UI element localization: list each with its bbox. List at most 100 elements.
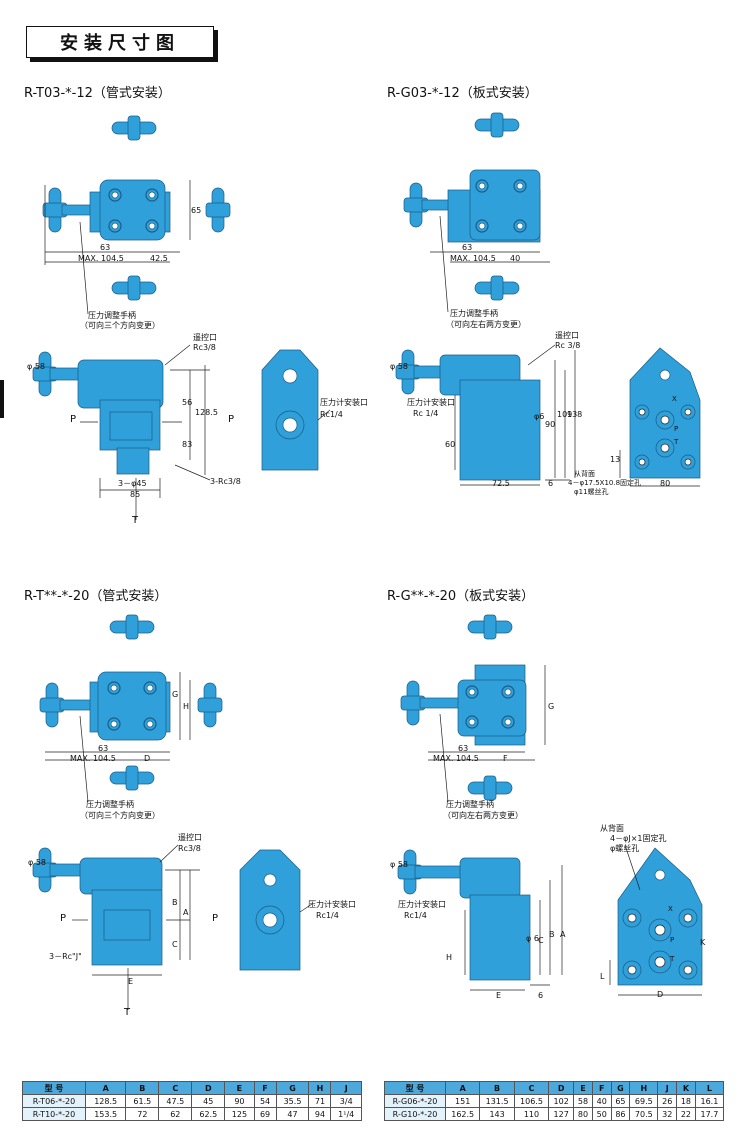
table-header-cell: L (694, 1081, 725, 1095)
rt20-dim-c: C (172, 940, 178, 949)
rg20-handle-note: （可向左右两方变更） (443, 811, 523, 820)
rt20-dim-d: D (144, 754, 151, 763)
rt03-dim-65: 65 (191, 206, 202, 215)
rt03-dim-83: 83 (182, 440, 193, 449)
section-title-rt03: R-T03-*-12（管式安装） (24, 86, 171, 101)
rg03-port-t: T (674, 438, 679, 446)
rt20-top-view (39, 614, 223, 803)
rg03-top-view (403, 112, 550, 313)
table-cell: 32 (657, 1107, 678, 1121)
table-cell: 151 (444, 1094, 481, 1108)
rt03-dim-63: 63 (100, 243, 111, 252)
table-cell: 61.5 (125, 1094, 160, 1108)
rg20-dim-g: G (548, 702, 555, 711)
table-header-cell: G (610, 1081, 631, 1095)
table-cell: 102 (548, 1094, 575, 1108)
table-cell: 72 (125, 1107, 160, 1121)
rt03-dim-max: MAX. 104.5 (78, 254, 124, 263)
table-cell: 26 (657, 1094, 678, 1108)
rg20-port-t: T (670, 955, 675, 963)
table-header-cell: A (84, 1081, 127, 1095)
table-cell: 47 (275, 1107, 310, 1121)
table-cell: 45 (191, 1094, 226, 1108)
table-cell: 71 (308, 1094, 332, 1108)
table-cell: 1¹/4 (330, 1107, 362, 1121)
table-header-cell: J (330, 1081, 362, 1095)
rt20-rc38: Rc3/8 (178, 844, 201, 853)
table-cell: R-T10-*-20 (22, 1107, 86, 1121)
table-header-cell: K (676, 1081, 696, 1095)
rt03-port-t: T (132, 515, 139, 526)
rg03-dim-90: 90 (545, 420, 556, 429)
table-cell: 128.5 (84, 1094, 127, 1108)
table-cell: 131.5 (479, 1094, 515, 1108)
table-header-cell: A (444, 1081, 481, 1095)
table-cell: 16.1 (694, 1094, 725, 1108)
table-header-cell: G (275, 1081, 310, 1095)
table-cell: 143 (479, 1107, 515, 1121)
rg20-port-x: X (668, 905, 673, 913)
rg03-handle-note: （可向左右两方变更） (446, 320, 526, 329)
rt20-dim-63: 63 (98, 744, 109, 753)
rg20-side-view (609, 844, 703, 996)
rt20-port-t: T (124, 1007, 131, 1018)
table-header-cell: C (158, 1081, 193, 1095)
rt03-gauge: 压力计安装口 (320, 398, 368, 407)
rg03-front-view (395, 344, 576, 486)
rt20-port-p-right: P (212, 913, 219, 924)
rg03-handle: 压力调整手柄 (450, 309, 498, 318)
rt03-dim-1285: 128.5 (195, 408, 218, 417)
rg03-dim-6: 6 (548, 479, 554, 488)
rg20-dim-max: MAX. 104.5 (433, 754, 479, 763)
table-header-row: 型 号 A B C D E F G H J (22, 1081, 362, 1095)
table-header-cell: B (479, 1081, 515, 1095)
rg03-phi6: φ6 (534, 412, 545, 421)
rt03-rc38b: 3-Rc3/8 (210, 477, 241, 486)
rg03-dim-60: 60 (445, 440, 456, 449)
rt03-dim-425: 42.5 (150, 254, 168, 263)
table-header-cell: D (191, 1081, 226, 1095)
table-cell: 35.5 (275, 1094, 310, 1108)
table-cell: 17.7 (694, 1107, 725, 1121)
table-header-cell: C (513, 1081, 550, 1095)
rt03-dim-85: 85 (130, 490, 141, 499)
table-header-cell: J (657, 1081, 678, 1095)
table-cell: 69.5 (629, 1094, 659, 1108)
rg20-handle: 压力调整手柄 (446, 800, 494, 809)
rg20-rc14: Rc1/4 (404, 911, 427, 920)
rt20-handle-note: （可向三个方向变更） (80, 811, 160, 820)
table-header-cell: E (573, 1081, 593, 1095)
table-cell: 153.5 (84, 1107, 127, 1121)
rg20-front-view (397, 849, 563, 991)
table-header-row: 型 号 A B C D E F G H J K L (384, 1081, 725, 1095)
rg03-dim-109: 109 (557, 410, 573, 419)
rg20-dim-c: C (538, 936, 544, 945)
table-cell: 69 (253, 1107, 277, 1121)
rg20-dim-k: K (700, 938, 706, 947)
rt20-dim-e: E (128, 977, 134, 986)
rg20-phi58: φ 58 (390, 860, 408, 869)
rt20-dim-b: B (172, 898, 178, 907)
table-cell: 80 (573, 1107, 593, 1121)
rg03-holes: 4－φ17.5X10.8固定孔 (568, 479, 642, 487)
rg03-dim-138: 138 (567, 410, 583, 419)
rt20-dim-g: G (172, 690, 179, 699)
rt03-side-view (261, 349, 331, 471)
rt03-handle: 压力调整手柄 (88, 311, 136, 320)
section-title-rg20: R-G**-*-20（板式安装） (387, 589, 535, 604)
rg20-dim-d: D (657, 990, 664, 999)
rg03-remote: 遥控口 (555, 331, 579, 340)
table-row: R-T06-*-20 128.5 61.5 47.5 45 90 54 35.5… (22, 1094, 362, 1108)
table-cell: 18 (676, 1094, 696, 1108)
section-title-rt20: R-T**-*-20（管式安装） (24, 589, 168, 604)
rt20-port-p-left: P (60, 913, 67, 924)
table-cell: R-G06-*-20 (384, 1094, 446, 1108)
rg03-port-p: P (674, 425, 679, 433)
table-cell: 22 (676, 1107, 696, 1121)
rt03-port-p-right: P (228, 414, 235, 425)
rg20-dim-l: L (600, 972, 605, 981)
rt20-front-view (32, 844, 200, 1010)
rt20-handle: 压力调整手柄 (86, 800, 134, 809)
rt20-rc14: Rc1/4 (316, 911, 339, 920)
table-cell: 62.5 (191, 1107, 226, 1121)
